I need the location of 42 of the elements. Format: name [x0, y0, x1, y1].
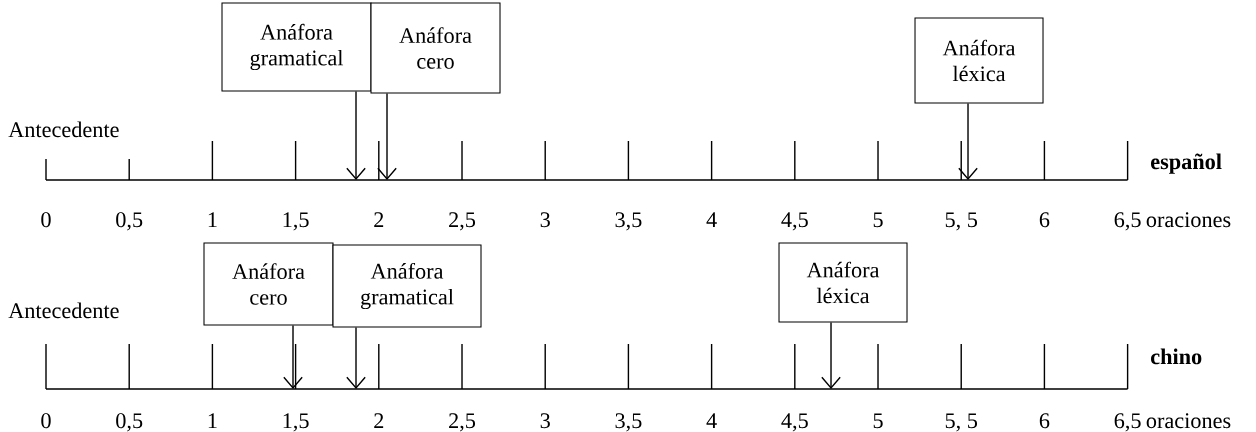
arrow [346, 326, 366, 389]
tick-label: 4 [706, 413, 717, 428]
unit-label: oraciones [1146, 212, 1231, 228]
arrow [283, 324, 303, 389]
unit-label: oraciones [1146, 413, 1231, 429]
tick-label: 2 [374, 413, 384, 428]
arrow [958, 102, 978, 180]
tick-label: 1,5 [283, 413, 309, 432]
tick-label: 3 [540, 212, 550, 228]
tick-label: 1 [208, 413, 217, 428]
antecedent-label: Antecedente [8, 302, 119, 319]
tick-label: 3,5 [615, 413, 642, 432]
label-box: Anáfora cero [370, 2, 501, 94]
tick-label: 4 [706, 212, 717, 227]
tick-label: 0 [41, 212, 51, 228]
tick-label: 0,5 [116, 413, 143, 432]
tick-label: 5, 5 [945, 413, 978, 432]
tick-label: 2 [374, 212, 384, 227]
tick-label: 6,5 [1114, 212, 1141, 231]
arrow [346, 90, 366, 180]
language-label: español [1151, 153, 1222, 174]
tick-label: 1,5 [283, 212, 309, 231]
label-box: Anáfora gramatical [221, 2, 372, 92]
tick-label: 6 [1039, 413, 1050, 429]
tick-label: 5, 5 [945, 212, 978, 231]
tick-label: 3,5 [615, 212, 642, 231]
tick-label: 6,5 [1114, 413, 1141, 432]
tick-label: 6 [1039, 212, 1050, 228]
tick-label: 0 [41, 413, 51, 429]
label-box: Anáfora léxica [778, 242, 908, 323]
arrow [821, 321, 841, 389]
tick-label: 2,5 [449, 413, 476, 432]
label-box: Anáfora cero [203, 242, 334, 326]
tick-label: 3 [540, 413, 550, 429]
language-label: chino [1151, 348, 1202, 365]
label-box: Anáfora léxica [914, 17, 1044, 104]
tick-label: 0,5 [116, 212, 143, 231]
arrow [377, 92, 397, 180]
antecedent-label: Antecedente [8, 121, 119, 138]
tick-label: 4,5 [781, 413, 808, 432]
label-box: Anáfora gramatical [332, 244, 482, 328]
tick-label: 5 [873, 413, 883, 429]
